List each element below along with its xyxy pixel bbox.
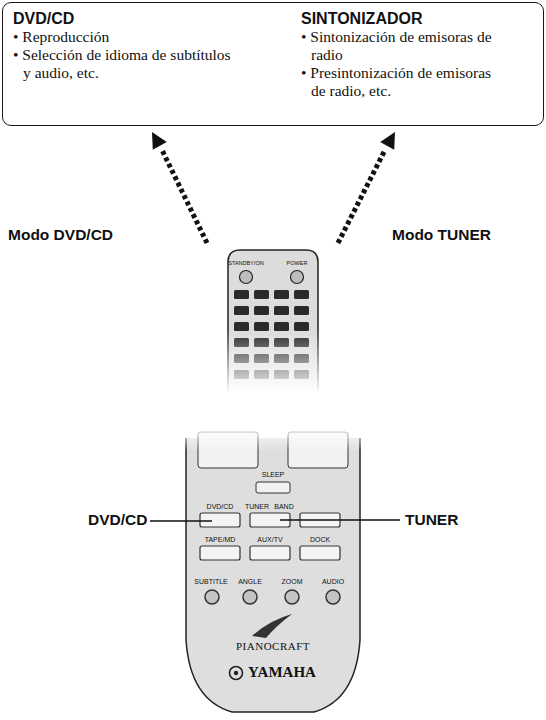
key-label: DOCK <box>310 536 330 544</box>
remote-key <box>294 306 309 315</box>
key-label: STANDBY/ON <box>228 260 263 266</box>
mode-label: Modo DVD/CD <box>8 226 113 244</box>
logo-swoosh <box>252 614 292 638</box>
remote-key <box>200 546 240 560</box>
remote-body <box>186 438 360 712</box>
feature-item: • Selección de idioma de subtítulos y au… <box>13 46 235 82</box>
remote-key <box>254 290 269 299</box>
brand-logo: YAMAHA <box>248 664 316 681</box>
yamaha-emblem <box>230 667 243 680</box>
power-button <box>291 271 304 284</box>
arrow-head <box>152 132 167 150</box>
callout-label: DVD/CD <box>88 511 147 529</box>
remote-key <box>274 306 289 315</box>
round-key <box>205 590 219 604</box>
remote-key <box>234 322 249 331</box>
remote-key <box>294 322 309 331</box>
remote-key <box>274 322 289 331</box>
feature-item: • Presintonización de emisoras de radio,… <box>301 64 506 100</box>
leader-line <box>150 520 212 521</box>
yamaha-emblem <box>234 671 238 675</box>
mode-heading: DVD/CD <box>13 9 235 28</box>
mode-label: Modo TUNER <box>392 226 491 244</box>
remote-key <box>300 546 340 560</box>
key-label: SLEEP <box>262 471 285 479</box>
feature-item: • Reproducción <box>13 28 235 46</box>
mode-arrow <box>162 150 207 243</box>
leader-line <box>280 519 400 520</box>
key-label: DVD/CD <box>207 503 234 511</box>
remote-key <box>254 322 269 331</box>
round-key <box>285 590 299 604</box>
key-label: ZOOM <box>282 578 303 586</box>
remote-key <box>250 546 290 560</box>
round-key <box>326 590 340 604</box>
remote-key <box>254 306 269 315</box>
callout-label: TUNER <box>405 511 458 529</box>
brand-logo: PIANOCRAFT <box>236 640 310 653</box>
key-label: AUX/TV <box>257 536 282 544</box>
mode-arrow <box>338 150 385 243</box>
key-label: ANGLE <box>238 578 262 586</box>
power-button <box>240 271 253 284</box>
remote-key <box>294 290 309 299</box>
key-label: AUDIO <box>322 578 344 586</box>
remote-key <box>200 513 240 527</box>
key-label: POWER <box>287 260 308 266</box>
arrow-head <box>380 132 395 150</box>
feature-item: • Sintonización de emisoras de radio <box>301 28 506 64</box>
remote-key <box>274 290 289 299</box>
mode-box: DVD/CD• Reproducción• Selección de idiom… <box>2 2 544 126</box>
fade <box>220 330 330 394</box>
remote-key <box>234 306 249 315</box>
key-label: SUBTITLE <box>194 578 227 586</box>
round-key <box>243 590 257 604</box>
remote-key <box>256 482 290 493</box>
key-label: TUNER <box>245 503 269 511</box>
remote-key <box>234 290 249 299</box>
key-label: TAPE/MD <box>205 536 236 544</box>
fade <box>180 425 366 451</box>
key-label: BAND <box>274 503 293 511</box>
mode-heading: SINTONIZADOR <box>301 9 506 28</box>
